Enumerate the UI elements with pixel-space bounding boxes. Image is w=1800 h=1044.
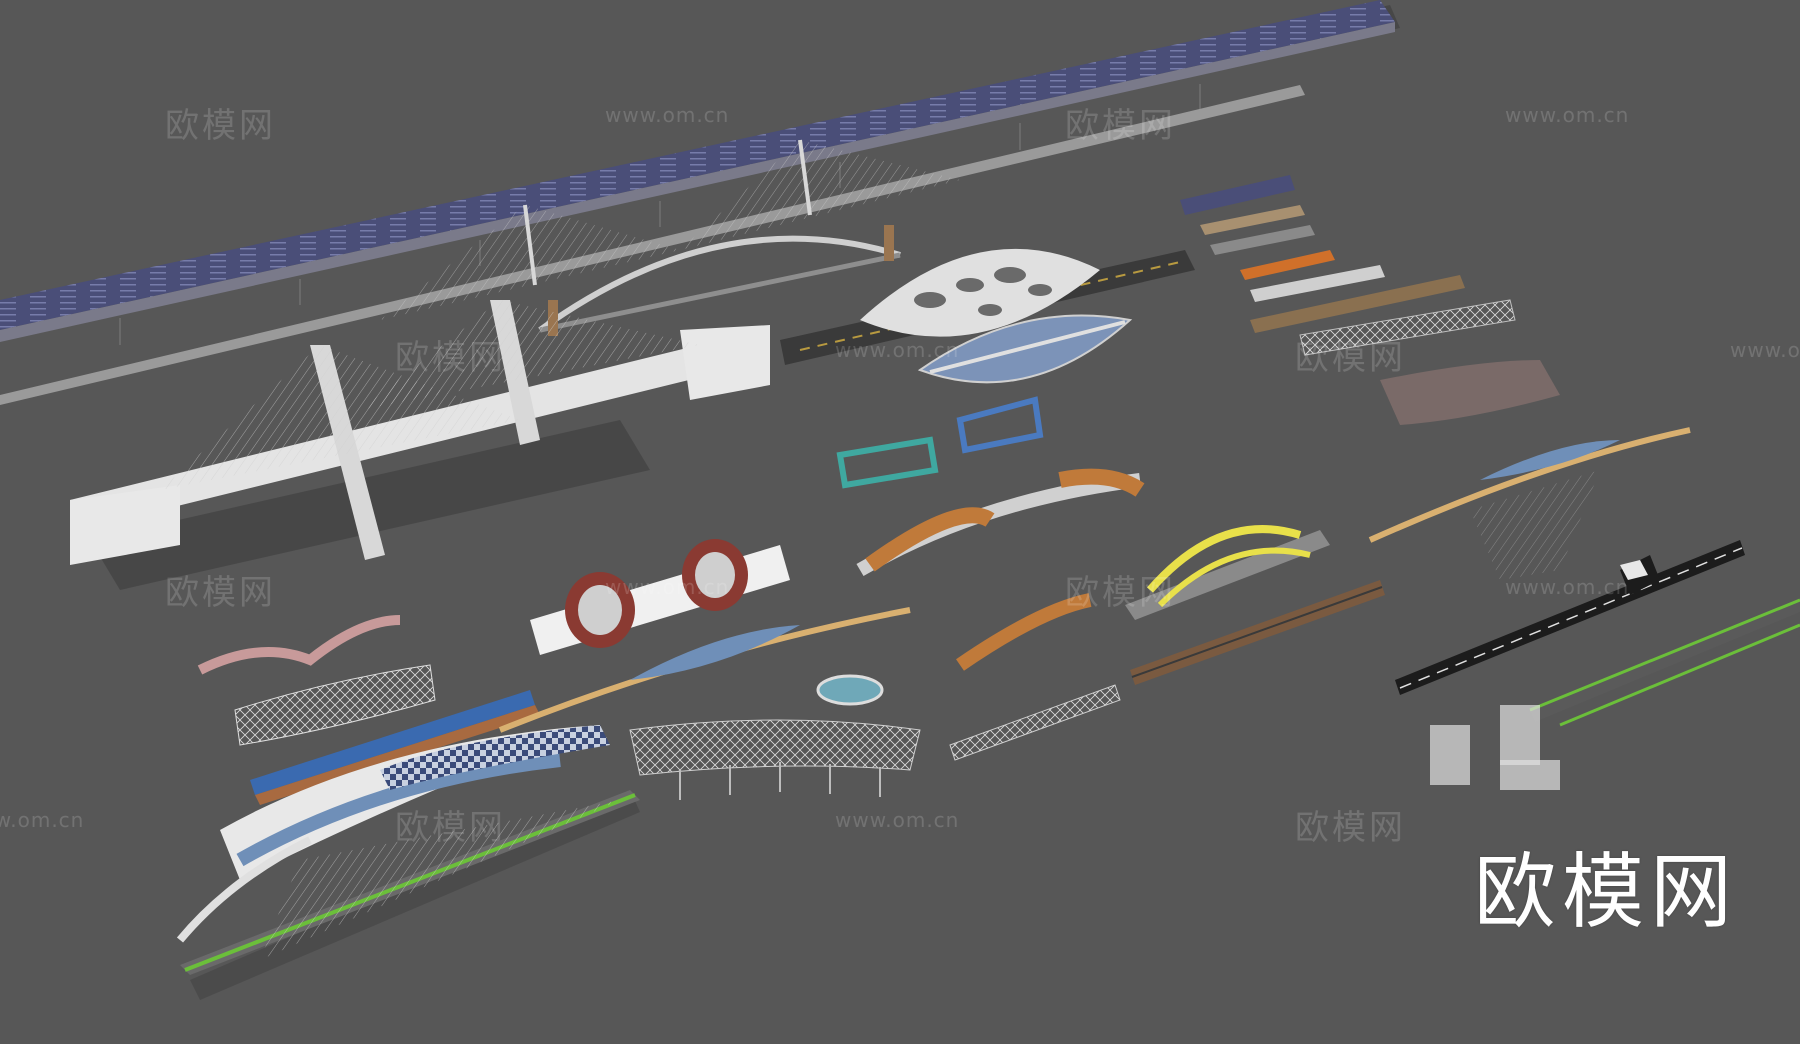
timber-arc-footbridge (1368, 427, 1691, 580)
yellow-arch-bridge (1125, 525, 1330, 620)
brown-deck-bridge (1130, 580, 1385, 685)
white-cable-stayed-bridge (70, 300, 770, 590)
orange-s-curve-bridge (956, 593, 1092, 671)
ring-tube-bridge (530, 539, 790, 655)
small-bridge-stack (1180, 175, 1516, 356)
lens-footbridge (816, 674, 884, 706)
timber-glass-arc-bridge (498, 607, 911, 733)
pink-wave-bridge (197, 615, 401, 675)
green-lane-cable-bridge (176, 790, 640, 1000)
canopy-walkway (629, 719, 921, 800)
wave-slab-bridge (1380, 360, 1560, 425)
cable-stayed-long-deck (0, 85, 1305, 405)
brand-logo: 欧模网 (1474, 845, 1739, 940)
teal-truss-bridge (836, 436, 939, 489)
fishbone-bridge (949, 684, 1121, 761)
flowing-canopy-bridge (220, 725, 610, 880)
blue-truss-bridge (956, 396, 1044, 454)
road-segment (1395, 540, 1800, 790)
highway-viaduct (0, 0, 1400, 345)
mesh-tunnel-bridge (234, 664, 436, 746)
organic-white-bridge (780, 248, 1195, 365)
red-blue-deck (250, 690, 540, 805)
orange-canopy-bridge (856, 468, 1145, 577)
glass-fish-bridge (917, 314, 1133, 384)
